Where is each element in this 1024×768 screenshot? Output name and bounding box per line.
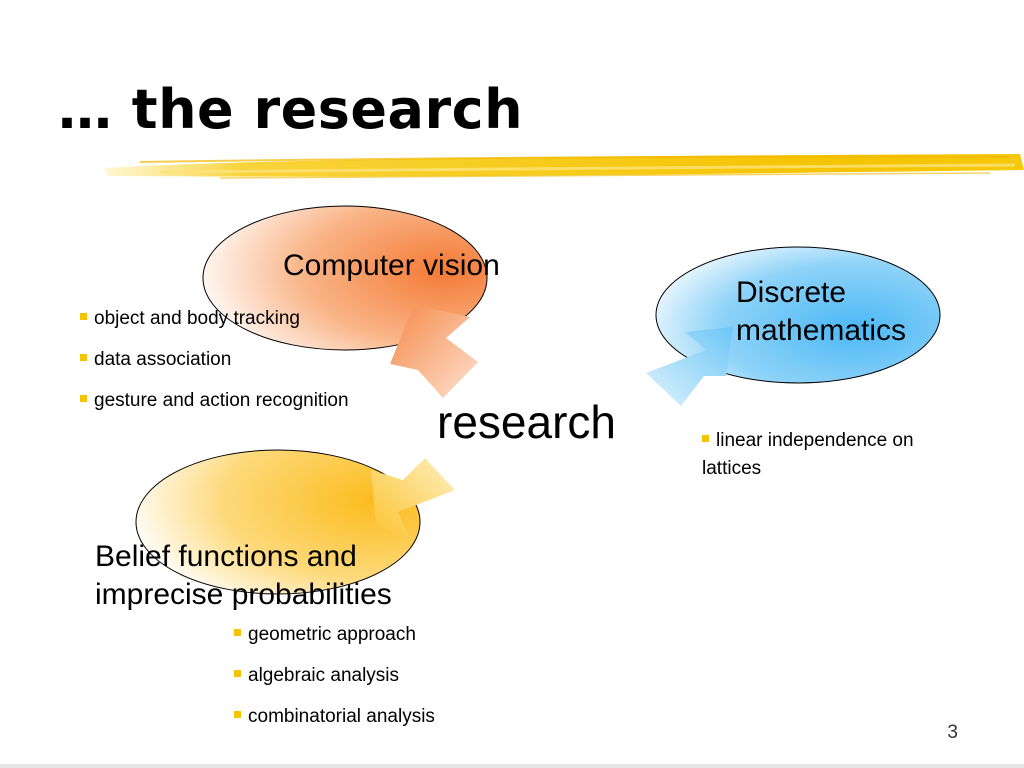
bullet-square-icon bbox=[234, 629, 241, 636]
bullet-square-icon bbox=[234, 670, 241, 677]
bullet-square-icon bbox=[80, 395, 87, 402]
discrete-math-label-line2: mathematics bbox=[736, 314, 907, 347]
belief-functions-ellipse bbox=[135, 449, 421, 595]
list-item: algebraic analysis bbox=[234, 665, 435, 687]
bullet-square-icon bbox=[234, 711, 241, 718]
computer-vision-bullets: object and body tracking data associatio… bbox=[80, 308, 349, 431]
list-item: object and body tracking bbox=[80, 308, 349, 330]
list-item: combinatorial analysis bbox=[234, 706, 435, 728]
discrete-math-label-line1: Discrete bbox=[736, 276, 847, 309]
arrow-to-computer-vision bbox=[390, 305, 478, 398]
belief-functions-bullets: geometric approach algebraic analysis co… bbox=[234, 624, 435, 747]
title-underline-brush bbox=[104, 154, 1024, 179]
arrow-to-belief-functions bbox=[371, 458, 455, 540]
page-number: 3 bbox=[947, 722, 958, 743]
footer-divider bbox=[0, 764, 1024, 768]
computer-vision-label: Computer vision bbox=[283, 249, 500, 282]
slide-title: … the research bbox=[58, 78, 524, 141]
belief-functions-label-line2: imprecise probabilities bbox=[95, 578, 392, 611]
list-item: geometric approach bbox=[234, 624, 435, 646]
bullet-square-icon bbox=[80, 354, 87, 361]
bullet-square-icon bbox=[80, 313, 87, 320]
discrete-math-bullets: linear independence on lattices bbox=[702, 427, 942, 483]
bullet-square-icon bbox=[702, 435, 709, 442]
belief-functions-label: Belief functions and imprecise probabili… bbox=[95, 538, 392, 614]
list-item: gesture and action recognition bbox=[80, 390, 349, 412]
discrete-math-label: Discrete mathematics bbox=[736, 274, 906, 350]
arrow-to-discrete-math bbox=[646, 327, 733, 406]
list-item: data association bbox=[80, 349, 349, 371]
belief-functions-label-line1: Belief functions and bbox=[95, 540, 357, 573]
center-research-label: research bbox=[437, 396, 616, 448]
list-item: linear independence on lattices bbox=[702, 430, 914, 479]
